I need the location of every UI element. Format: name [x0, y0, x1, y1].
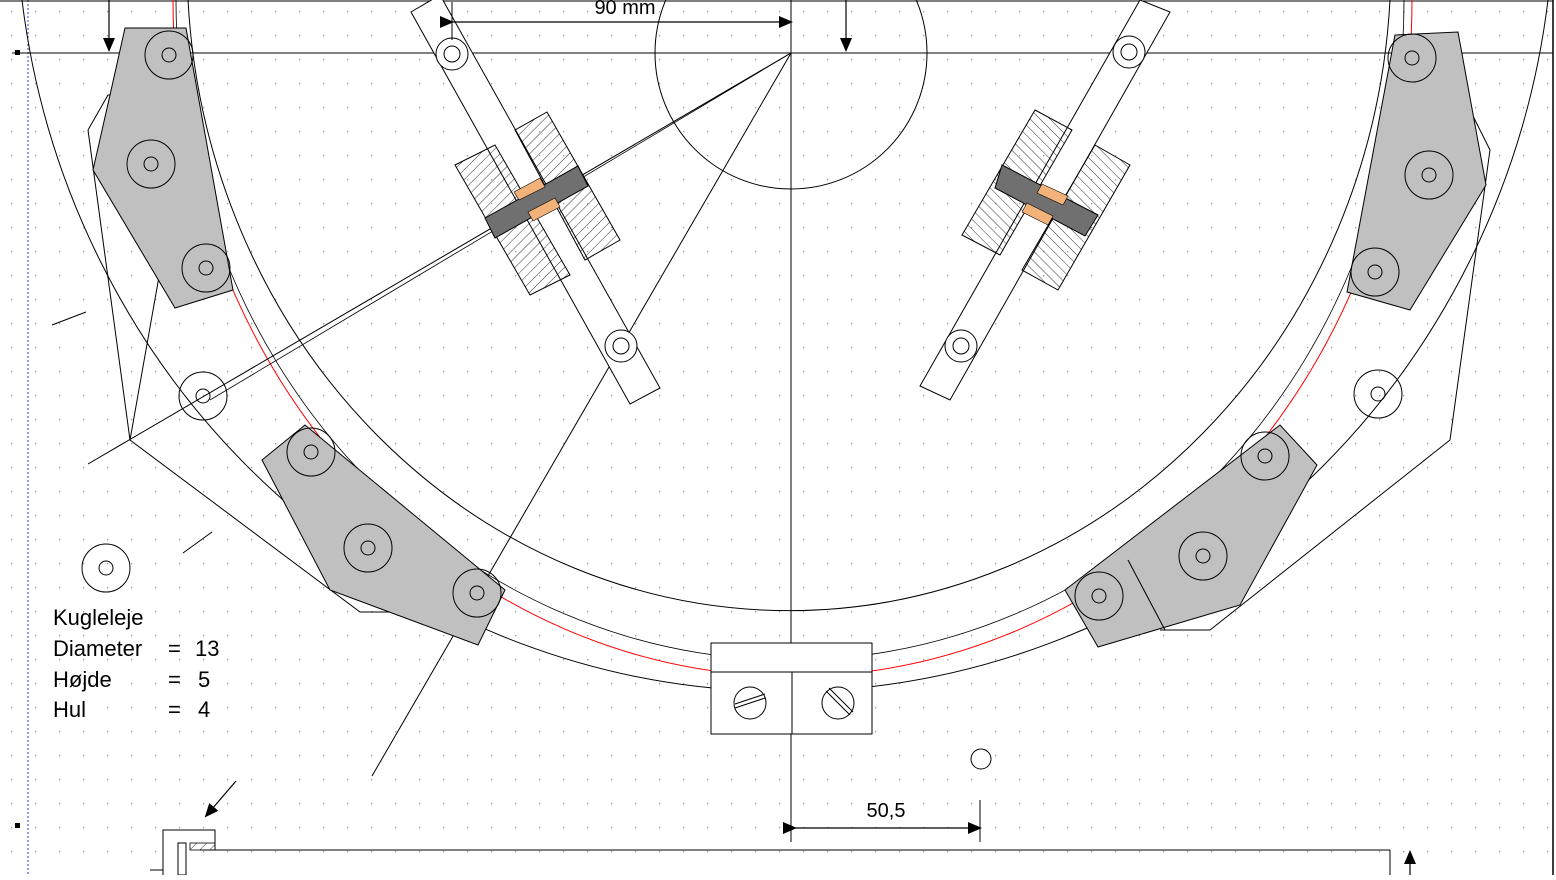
bearing-spec-diameter-eq: =: [168, 636, 181, 661]
bearing-plate-lower-left[interactable]: [261, 424, 506, 646]
handle-marker-bottom[interactable]: [15, 823, 20, 828]
bearing-plate-upper-left[interactable]: [92, 27, 234, 309]
arrow-diagonal-bottom-left: [204, 780, 237, 818]
frame-outline-left-2: [87, 129, 131, 441]
base-plate[interactable]: [150, 829, 1391, 876]
center-hub-circle: [654, 0, 928, 190]
left-arm-assembly[interactable]: [410, 0, 661, 405]
bearing-spec-note: Kugleleje Diameter = 13 Højde = 5 Hul = …: [53, 605, 219, 722]
bearing-spec-height-label: Højde: [53, 667, 112, 692]
bearing-spec-height-value: 5: [198, 667, 210, 692]
bearing-spec-hole-label: Hul: [53, 697, 86, 722]
bearing-spec-title: Kugleleje: [53, 605, 144, 630]
plate-seam: [1127, 559, 1166, 631]
dimension-bottom-offset: 50,5: [783, 800, 982, 842]
bearing-spec-diameter-label: Diameter: [53, 636, 142, 661]
radial-line-1: [87, 52, 792, 465]
bearing-spec-hole-value: 4: [198, 697, 210, 722]
bearing-spec-hole-eq: =: [168, 697, 181, 722]
dimension-top-width: 90 mm: [440, 0, 793, 40]
bearing-plate-lower-right[interactable]: [1064, 424, 1318, 648]
dimension-top-label: 90 mm: [594, 0, 655, 19]
bottom-clamp-block[interactable]: [710, 642, 873, 735]
radial-line-2: [371, 52, 792, 777]
bearing-spec-diameter-value: 13: [195, 636, 219, 661]
tick-mark-2: [182, 531, 213, 554]
bearing-plate-upper-right[interactable]: [1346, 31, 1487, 311]
dimension-bottom-label: 50,5: [867, 800, 906, 822]
bearing-spec-height-eq: =: [168, 667, 181, 692]
tick-mark-1: [51, 311, 87, 326]
inner-ring-outline: [187, 0, 1391, 612]
right-arm-assembly[interactable]: [919, 0, 1171, 401]
bearing-holes: [81, 30, 1454, 770]
